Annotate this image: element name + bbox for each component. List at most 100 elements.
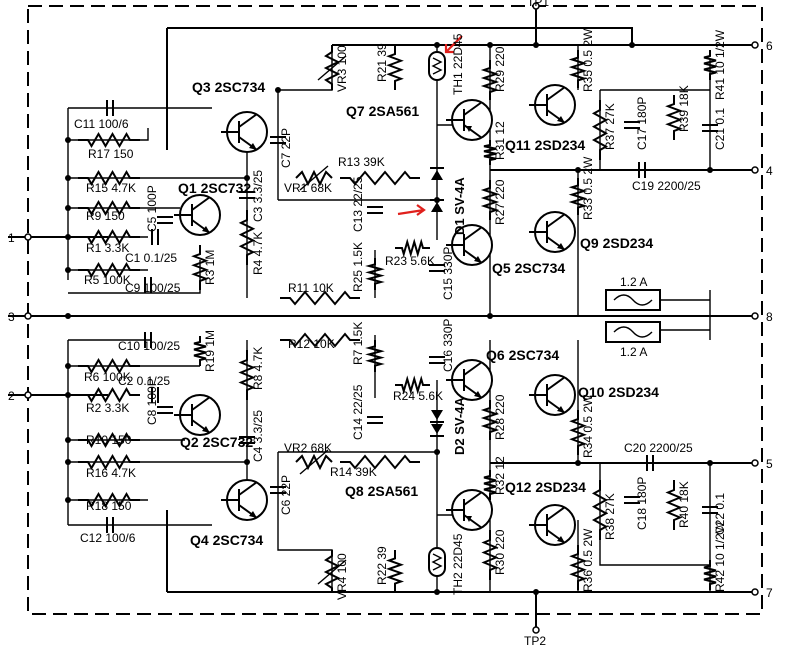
c17-capacitor[interactable] <box>624 121 640 129</box>
c20-capacitor[interactable] <box>646 455 654 471</box>
r19-resistor[interactable] <box>193 336 207 366</box>
r28-label: R28 220 <box>493 394 507 440</box>
r12-resistor[interactable] <box>280 332 360 348</box>
r5-resistor[interactable] <box>78 262 140 278</box>
terminal-7[interactable] <box>751 588 759 596</box>
r34-resistor[interactable] <box>569 410 587 455</box>
c18-capacitor[interactable] <box>624 496 640 504</box>
r22-resistor[interactable] <box>385 550 405 592</box>
r25-resistor[interactable] <box>365 258 385 290</box>
c21-capacitor[interactable] <box>702 124 718 132</box>
r33-resistor[interactable] <box>568 178 588 215</box>
terminal-3[interactable] <box>24 312 32 320</box>
r28-resistor[interactable] <box>480 400 500 440</box>
c8-capacitor[interactable] <box>157 406 173 414</box>
r41-resistor[interactable] <box>703 50 717 80</box>
r23-resistor[interactable] <box>395 238 430 258</box>
r3-resistor[interactable] <box>191 245 209 290</box>
c10-capacitor[interactable] <box>144 332 152 348</box>
c4-capacitor[interactable] <box>239 436 255 444</box>
r35-resistor[interactable] <box>568 50 588 88</box>
c12-capacitor[interactable] <box>106 517 114 533</box>
r39-resistor[interactable] <box>665 95 683 140</box>
vr2-pot[interactable] <box>295 449 333 475</box>
c22-capacitor[interactable] <box>702 506 718 514</box>
q4-transistor[interactable] <box>221 479 268 521</box>
r1-resistor[interactable] <box>78 229 140 245</box>
r6-resistor[interactable] <box>78 358 140 374</box>
r11-resistor[interactable] <box>280 290 360 306</box>
r2-resistor[interactable] <box>78 387 140 403</box>
terminal-2[interactable] <box>24 391 32 399</box>
th1-label: TH1 22D45 <box>451 33 465 95</box>
r32-resistor[interactable] <box>483 470 497 500</box>
r10-resistor[interactable] <box>78 432 140 448</box>
r37-resistor[interactable] <box>591 100 609 160</box>
c15-capacitor[interactable] <box>429 264 445 272</box>
d2-diode-stack[interactable] <box>430 410 444 437</box>
r8-resistor[interactable] <box>238 350 256 400</box>
c1-capacitor[interactable] <box>151 229 159 245</box>
r31-resistor[interactable] <box>483 140 497 165</box>
r18-resistor[interactable] <box>78 492 140 508</box>
q6-transistor[interactable] <box>446 359 493 401</box>
r24-resistor[interactable] <box>395 375 430 395</box>
q3-transistor[interactable] <box>221 111 268 153</box>
vr4-pot[interactable] <box>317 550 347 592</box>
r21-resistor[interactable] <box>386 45 404 90</box>
r14-resistor[interactable] <box>340 454 420 470</box>
q11-transistor[interactable] <box>529 84 576 126</box>
tp1-terminal[interactable] <box>532 2 540 10</box>
r16-resistor[interactable] <box>78 454 140 470</box>
c16-capacitor[interactable] <box>429 356 445 364</box>
c6-capacitor[interactable] <box>270 486 286 494</box>
c2-capacitor[interactable] <box>151 387 159 403</box>
r36-resistor[interactable] <box>569 545 587 590</box>
q11-label: Q11 2SD234 <box>505 137 585 153</box>
r9-resistor[interactable] <box>78 200 140 216</box>
q9-label: Q9 2SD234 <box>580 235 653 251</box>
th1-thermistor[interactable] <box>428 51 446 81</box>
terminal-1[interactable] <box>24 233 32 241</box>
r38-resistor[interactable] <box>591 480 609 540</box>
d1-diode-stack[interactable] <box>430 167 444 212</box>
q8-transistor[interactable] <box>446 489 493 531</box>
pin-6-label: 6 <box>766 39 773 53</box>
vr1-pot[interactable] <box>295 165 333 191</box>
fuse-1[interactable] <box>605 289 661 311</box>
r13-resistor[interactable] <box>340 170 420 186</box>
terminal-6[interactable] <box>751 41 759 49</box>
tp2-terminal[interactable] <box>532 626 540 634</box>
c19-capacitor[interactable] <box>638 162 646 178</box>
r4-resistor[interactable] <box>238 210 256 265</box>
terminal-4[interactable] <box>751 166 759 174</box>
r27-resistor[interactable] <box>480 180 500 220</box>
q10-transistor[interactable] <box>529 374 576 416</box>
q9-transistor[interactable] <box>529 211 576 253</box>
r17-resistor[interactable] <box>78 132 140 148</box>
r15-resistor[interactable] <box>78 170 140 186</box>
q7-transistor[interactable] <box>446 99 493 141</box>
r42-resistor[interactable] <box>703 560 717 590</box>
r29-resistor[interactable] <box>480 60 500 100</box>
c13-capacitor[interactable] <box>367 206 383 214</box>
c9-capacitor[interactable] <box>144 277 152 293</box>
c14-capacitor[interactable] <box>367 416 383 424</box>
r40-resistor[interactable] <box>665 480 683 530</box>
q2-transistor[interactable] <box>174 394 221 436</box>
r7-resistor[interactable] <box>365 340 385 372</box>
c11-capacitor[interactable] <box>106 100 114 116</box>
c3-capacitor[interactable] <box>239 191 255 199</box>
c5-capacitor[interactable] <box>157 216 173 224</box>
pin-5-label: 5 <box>766 457 773 471</box>
vr3-pot[interactable] <box>317 45 347 90</box>
th2-thermistor[interactable] <box>428 547 446 577</box>
fuse-2[interactable] <box>605 321 661 343</box>
terminal-5[interactable] <box>751 459 759 467</box>
c7-capacitor[interactable] <box>270 136 286 144</box>
q12-transistor[interactable] <box>529 504 576 546</box>
r30-resistor[interactable] <box>481 530 499 580</box>
terminal-8[interactable] <box>751 312 759 320</box>
q5-transistor[interactable] <box>446 224 493 266</box>
q1-transistor[interactable] <box>174 194 221 236</box>
